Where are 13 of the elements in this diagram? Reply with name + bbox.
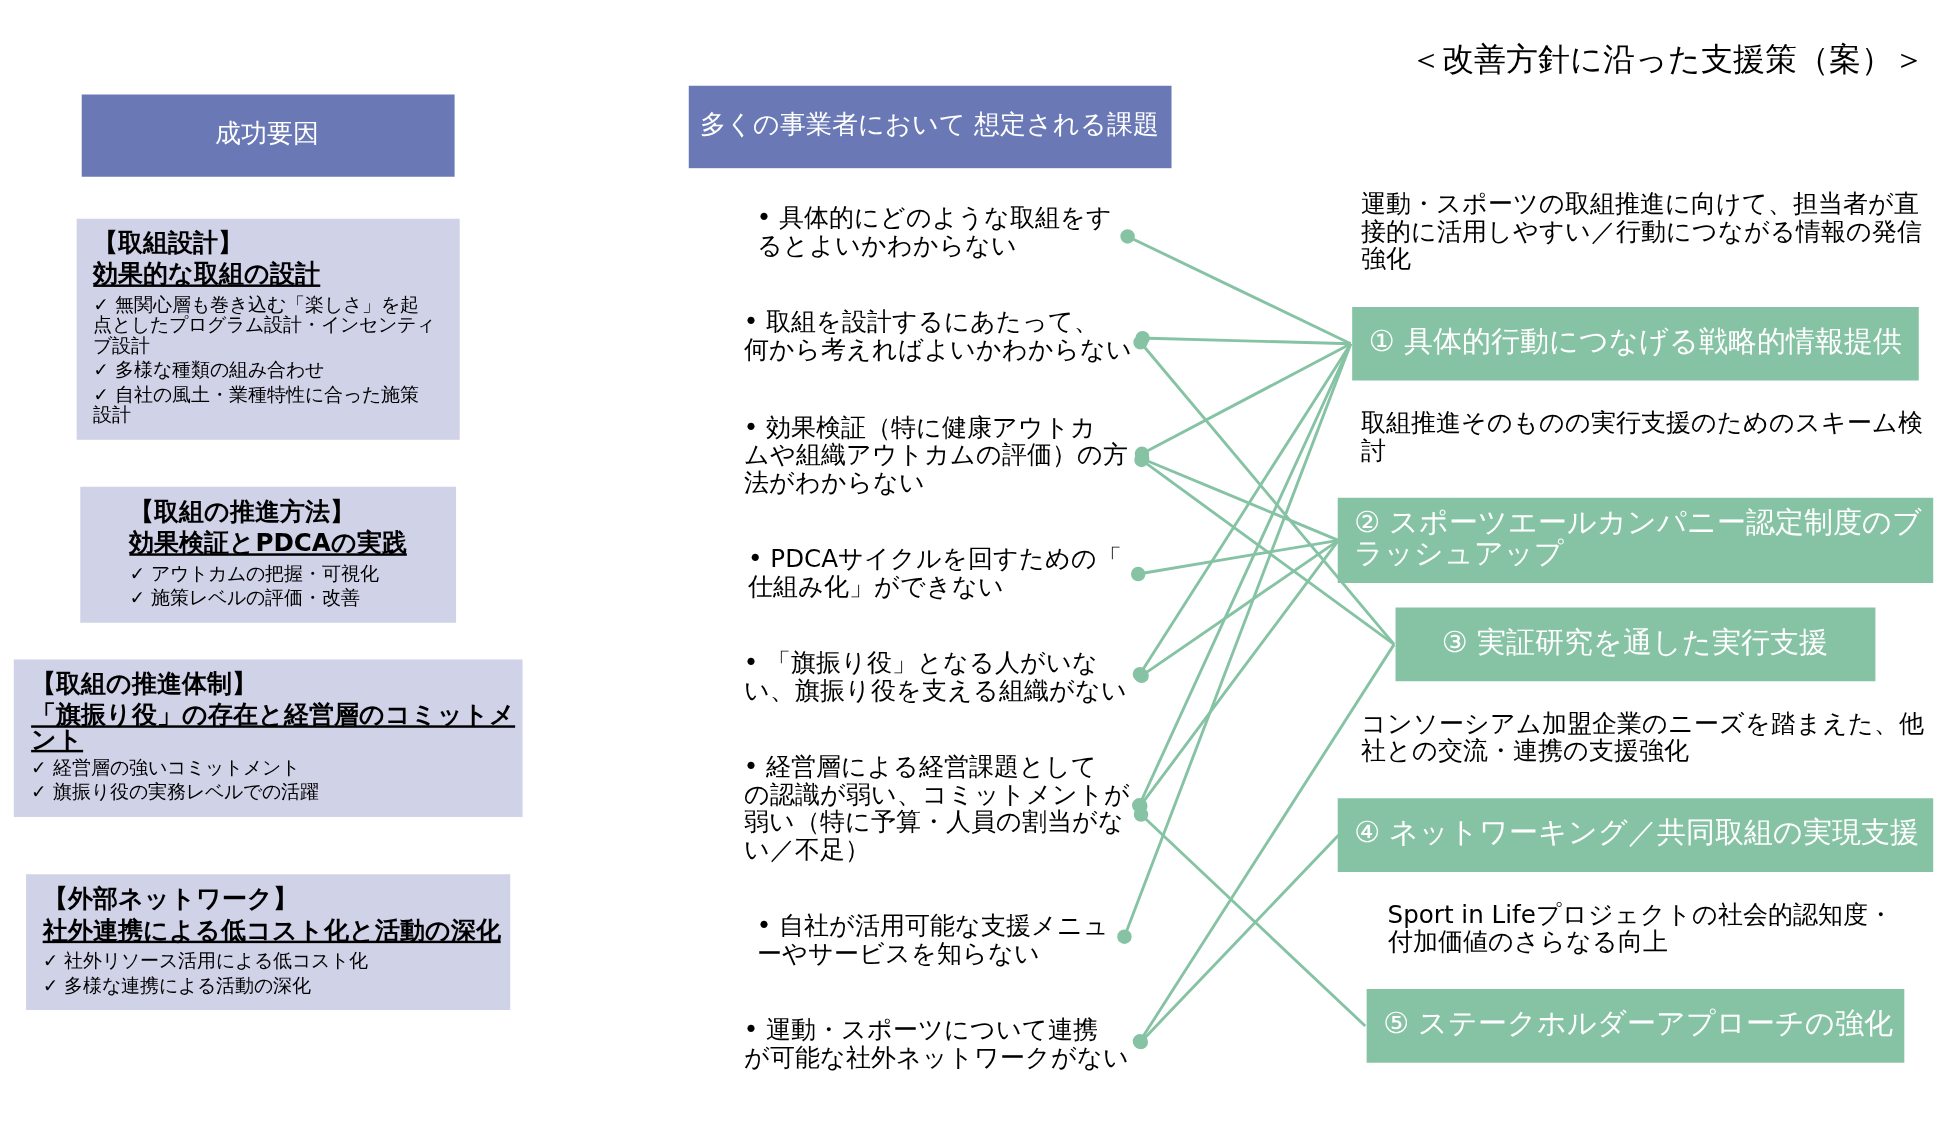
node-text: • PDCAサイクルを回すための「仕組み化」ができない (748, 543, 1123, 601)
node-text: • 経営層による経営課題としての認識が弱い、コミットメントが弱い（特に予算・人員の割当がない／不足） (743, 751, 1130, 864)
label: コンソーシアム加盟企業のニーズを踏まえた、他社との交流・連携の支援強化 (1360, 708, 1924, 765)
node-text: • 取組を設計するにあたって、何から考えればよいかわからない (743, 306, 1132, 364)
node-text: • 具体的にどのような取組をするとよいかわからない (756, 202, 1112, 260)
label: Sport in Lifeプロジェクトの社会的認知度・付加価値のさらなる向上 (1387, 899, 1893, 956)
node-text: • 「旗振り役」となる人がいない、旗振り役を支える組織がない (743, 647, 1127, 705)
label: 取組推進そのものの実行支援のためのスキーム検討 (1360, 407, 1923, 465)
diagram-title: ＜改善方針に沿った支援策（案）＞ (1409, 39, 1925, 77)
node-text: • 効果検証（特に健康アウトカムや組織アウトカムの評価）の方法がわからない (743, 412, 1128, 497)
node-text: • 自社が活用可能な支援メニューやサービスを知らない (756, 910, 1109, 968)
node-text: • 運動・スポーツについて連携が可能な社外ネットワークがない (743, 1014, 1129, 1072)
label: 運動・スポーツの取組推進に向けて、担当者が直接的に活用しやすい／行動につながる情報の発信強化 (1360, 188, 1922, 273)
